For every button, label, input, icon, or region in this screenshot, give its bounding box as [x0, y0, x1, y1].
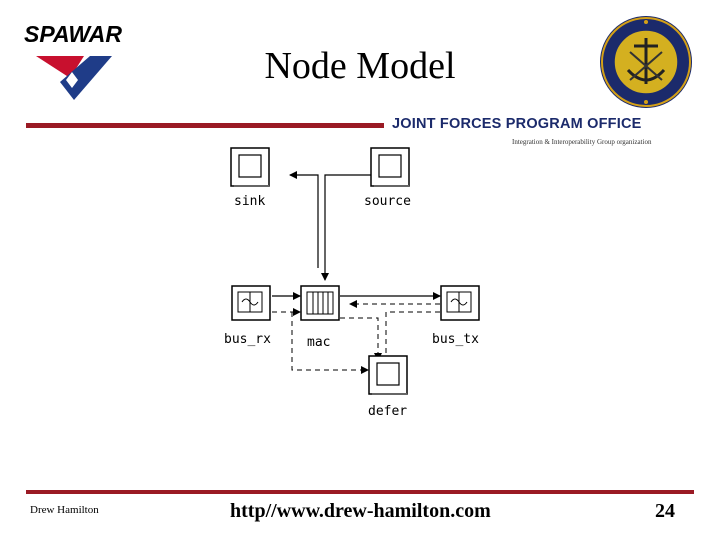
footer-author: Drew Hamilton — [30, 504, 99, 516]
footer-rule — [26, 490, 694, 494]
slide-title: Node Model — [264, 45, 456, 87]
stream-source-to-mac — [321, 174, 372, 281]
node-mac: mac — [300, 285, 340, 350]
packet-streams — [272, 171, 441, 300]
office-name: JOINT FORCES PROGRAM OFFICE — [392, 116, 642, 132]
joint-forces-seal-icon — [600, 16, 692, 108]
node-defer: defer — [368, 355, 408, 419]
node-label-sink: sink — [234, 194, 265, 209]
page-number: 24 — [655, 500, 675, 522]
statwire-busrx-to-defer — [291, 312, 369, 374]
statwire-bustx-defer — [385, 311, 440, 362]
node-label-defer: defer — [368, 404, 407, 419]
node-bus-tx: bus_tx — [432, 285, 480, 347]
logo-blue-chevron — [60, 56, 112, 100]
node-bus-rx: bus_rx — [224, 285, 271, 347]
spawar-logo: SPAWAR — [24, 21, 122, 100]
header-rule — [26, 123, 384, 128]
node-label-source: source — [364, 194, 411, 209]
node-label-mac: mac — [307, 335, 330, 350]
node-model-diagram: sink source bus_rx mac bus_tx — [224, 147, 480, 419]
stream-mac-to-sink — [289, 171, 319, 268]
node-label-bus-rx: bus_rx — [224, 332, 271, 347]
logo-text: SPAWAR — [24, 21, 122, 47]
office-subtitle: Integration & Interoperability Group org… — [512, 138, 652, 146]
node-label-bus-tx: bus_tx — [432, 332, 479, 347]
footer-url[interactable]: http//www.drew-hamilton.com — [230, 500, 491, 522]
statistic-wires — [272, 300, 440, 374]
node-source: source — [364, 147, 411, 209]
node-sink: sink — [230, 147, 270, 209]
statwire-mac-to-defer — [340, 317, 382, 361]
